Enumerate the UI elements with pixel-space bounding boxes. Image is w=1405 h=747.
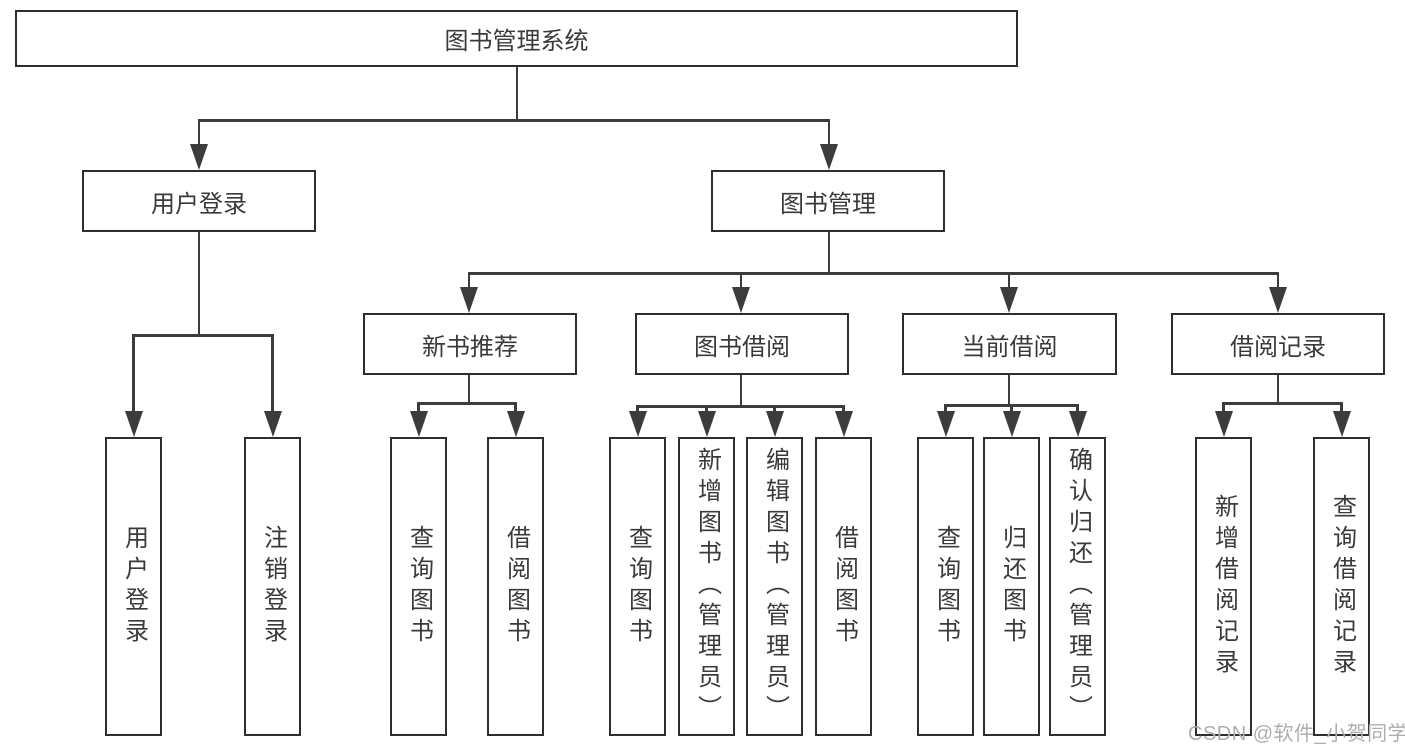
leaf-current-return-books: 归还图书 — [983, 437, 1040, 736]
node-label: 图书管理 — [780, 190, 876, 218]
arrow-borrowing-borrow — [834, 405, 853, 437]
arrow-recommend-query — [409, 402, 428, 437]
arrow-borrowing-edit — [765, 405, 784, 437]
connector-borrowing-stem — [739, 375, 743, 407]
arrow-to-borrow-records — [1269, 272, 1287, 313]
node-label: 归还图书 — [998, 524, 1026, 649]
leaf-records-query-record: 查询借阅记录 — [1313, 437, 1370, 736]
connector-mgmt-bar — [468, 272, 1279, 275]
node-label: 用户登录 — [151, 190, 247, 218]
node-label: 图书管理系统 — [444, 28, 589, 55]
node-label: 查询图书 — [624, 524, 652, 649]
connector-recommend-stem — [467, 375, 471, 404]
leaf-records-add-record: 新增借阅记录 — [1195, 437, 1252, 736]
arrow-to-user-login — [190, 119, 208, 170]
node-label: 查询图书 — [932, 524, 960, 649]
leaf-borrowing-add-books-admin: 新增图书（管理员） — [678, 437, 735, 736]
arrow-to-current-borrow — [1000, 272, 1018, 313]
node-label: 借阅图书 — [830, 524, 858, 649]
arrow-to-book-borrow — [732, 272, 750, 313]
connector-login-stem — [197, 232, 201, 336]
node-label: 新书推荐 — [422, 333, 518, 361]
node-user-login-group: 用户登录 — [82, 170, 316, 232]
leaf-logout: 注销登录 — [244, 437, 301, 736]
connector-borrowing-bar — [636, 405, 845, 408]
node-label: 借阅记录 — [1230, 333, 1326, 361]
csdn-watermark: CSDN @软件_小贺同学 — [1188, 723, 1405, 745]
connector-mgmt-stem — [827, 232, 831, 275]
connector-current-stem — [1007, 375, 1011, 406]
arrow-borrowing-query — [628, 405, 647, 437]
leaf-borrowing-query-books: 查询图书 — [609, 437, 666, 736]
leaf-borrowing-borrow-books: 借阅图书 — [815, 437, 872, 736]
node-label: 图书借阅 — [694, 333, 790, 361]
connector-records-bar — [1222, 402, 1343, 405]
node-new-book-recommend: 新书推荐 — [363, 313, 577, 375]
leaf-borrowing-edit-books-admin: 编辑图书（管理员） — [746, 437, 803, 736]
arrow-records-add — [1214, 402, 1233, 437]
node-book-management: 图书管理 — [711, 170, 945, 232]
leaf-user-login: 用户登录 — [105, 437, 162, 736]
arrow-recommend-borrow — [506, 402, 525, 437]
arrow-to-new-books — [460, 272, 478, 313]
node-label: 查询借阅记录 — [1328, 493, 1356, 680]
arrow-to-book-mgmt — [820, 119, 838, 170]
connector-recommend-bar — [417, 402, 517, 405]
node-root-library-system: 图书管理系统 — [15, 10, 1018, 67]
node-label: 编辑图书（管理员） — [761, 447, 789, 726]
leaf-current-query-books: 查询图书 — [917, 437, 974, 736]
node-label: 借阅图书 — [502, 524, 530, 649]
arrow-records-query — [1332, 402, 1351, 437]
arrow-current-query — [936, 404, 955, 437]
node-label: 用户登录 — [120, 524, 148, 649]
connector-root-bar — [198, 119, 830, 122]
connector-root-stem — [515, 67, 518, 120]
node-current-borrowing: 当前借阅 — [902, 313, 1117, 375]
node-label: 确认归还（管理员） — [1064, 447, 1092, 726]
arrow-to-leaf-logout — [263, 334, 282, 437]
leaf-recommend-query-books: 查询图书 — [390, 437, 447, 736]
node-label: 新增图书（管理员） — [693, 447, 721, 726]
arrow-borrowing-add — [697, 405, 716, 437]
connector-records-stem — [1276, 375, 1280, 404]
node-label: 新增借阅记录 — [1210, 493, 1238, 680]
leaf-current-confirm-return-admin: 确认归还（管理员） — [1049, 437, 1106, 736]
node-book-borrowing: 图书借阅 — [635, 313, 849, 375]
node-label: 注销登录 — [259, 524, 287, 649]
arrow-to-leaf-login — [124, 334, 143, 437]
node-label: 查询图书 — [405, 524, 433, 649]
leaf-recommend-borrow-books: 借阅图书 — [487, 437, 544, 736]
node-label: 当前借阅 — [961, 333, 1058, 361]
connector-login-bar — [133, 334, 274, 337]
node-borrow-records: 借阅记录 — [1171, 313, 1385, 375]
arrow-current-return — [1002, 404, 1021, 437]
arrow-current-confirm — [1068, 404, 1087, 437]
